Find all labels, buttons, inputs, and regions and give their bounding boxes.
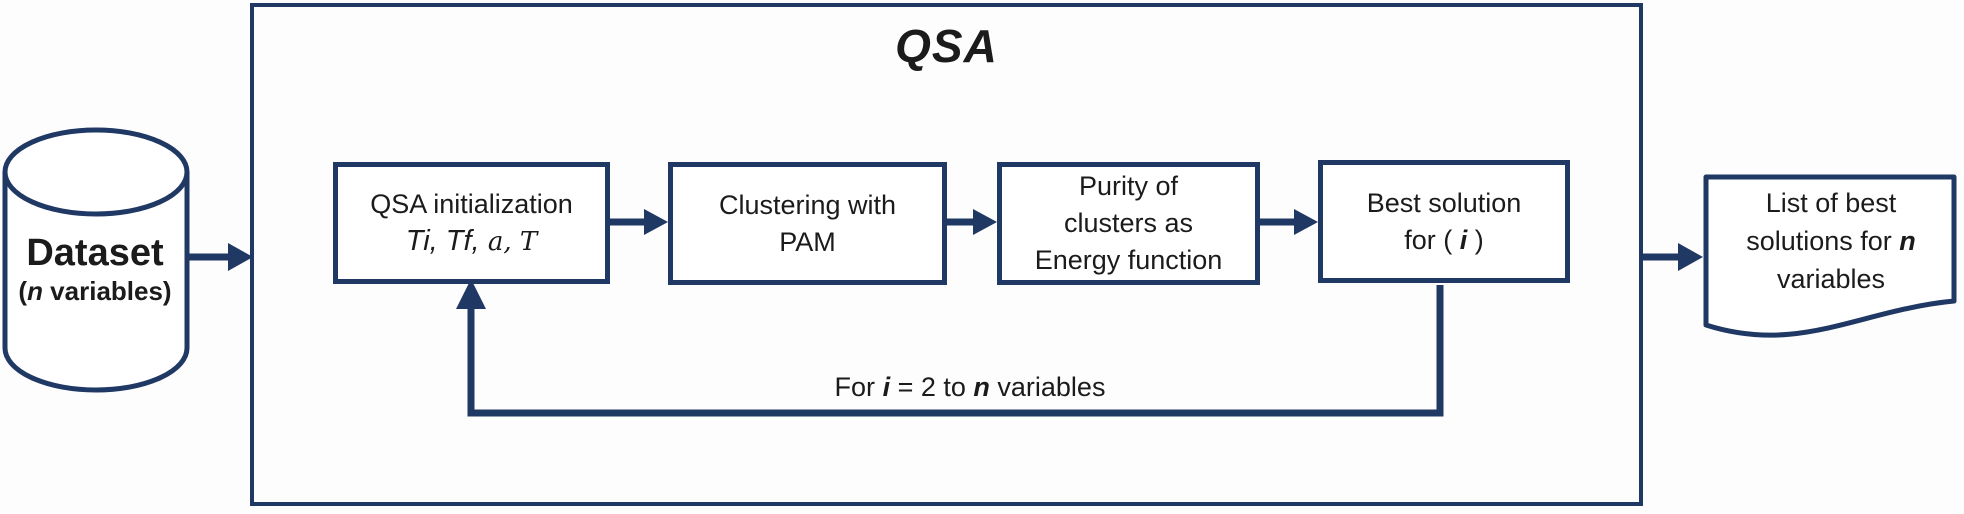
- output-label-line1: List of best: [1765, 188, 1897, 218]
- loop-label-var-i: i: [882, 372, 891, 402]
- step1-params-main: Ti, Tf,: [405, 224, 480, 257]
- arrowhead-step1-to-step2-icon: [644, 209, 668, 235]
- step-best-solution: Best solution for ( i ): [1318, 160, 1570, 283]
- step4-for-variable: i: [1459, 224, 1468, 255]
- arrowhead-step3-to-step4-icon: [1294, 209, 1318, 235]
- loop-arrowhead-icon: [456, 279, 486, 309]
- loop-label-prefix: For: [834, 372, 883, 402]
- output-line2-variable: n: [1899, 226, 1916, 256]
- step4-label-line2: for ( i ): [1404, 222, 1484, 259]
- step-clustering-pam: Clustering with PAM: [668, 162, 947, 285]
- step3-label-line2: clusters as: [1063, 208, 1194, 238]
- qsa-title: QSA: [895, 20, 998, 72]
- cylinder-body-icon: [2, 172, 190, 393]
- output-label-line2: solutions for n: [1708, 222, 1954, 260]
- loop-label-mid: = 2 to: [890, 372, 974, 402]
- cylinder-top-icon: [2, 127, 190, 217]
- step4-for-suffix: ): [1467, 224, 1484, 255]
- qsa-boundary-box: QSA: [250, 3, 1643, 506]
- output-document-label: List of best solutions for n variables: [1708, 184, 1954, 298]
- step4-label-line1: Best solution: [1366, 187, 1522, 218]
- output-label-line3: variables: [1776, 264, 1886, 294]
- arrowhead-dataset-to-qsa-icon: [228, 243, 253, 271]
- arrowhead-step2-to-step3-icon: [973, 209, 997, 235]
- step4-for-prefix: for (: [1404, 224, 1460, 255]
- step3-label-line3: Energy function: [1034, 245, 1223, 275]
- dataset-subtitle: (n variables): [2, 275, 188, 307]
- step1-params-greek: a, T: [479, 226, 538, 257]
- loop-label-var-n: n: [973, 372, 990, 402]
- loop-feedback-path: [467, 285, 1444, 417]
- dataset-sub-open: (: [18, 276, 28, 306]
- step3-label-line1: Purity of: [1078, 171, 1179, 201]
- dataset-sub-rest: variables): [42, 276, 172, 306]
- dataset-sub-variable: n: [27, 276, 43, 306]
- arrowhead-qsa-to-output-icon: [1678, 243, 1703, 271]
- step1-label: QSA initialization: [370, 188, 573, 219]
- dataset-title: Dataset: [26, 232, 164, 274]
- dataset-label: Dataset (n variables): [2, 231, 188, 307]
- loop-label: For i = 2 to n variables: [720, 371, 1220, 403]
- loop-label-suffix: variables: [989, 372, 1106, 402]
- output-line2-prefix: solutions for: [1746, 226, 1900, 256]
- step2-label-line2: PAM: [779, 226, 836, 257]
- step-qsa-initialization: QSA initialization Ti, Tf, a, T: [333, 162, 610, 284]
- step2-label-line1: Clustering with: [718, 189, 897, 220]
- document-shape-icon: [1703, 174, 1957, 338]
- step1-parameters: Ti, Tf, a, T: [406, 223, 538, 261]
- step-purity-energy: Purity of clusters as Energy function: [997, 162, 1260, 285]
